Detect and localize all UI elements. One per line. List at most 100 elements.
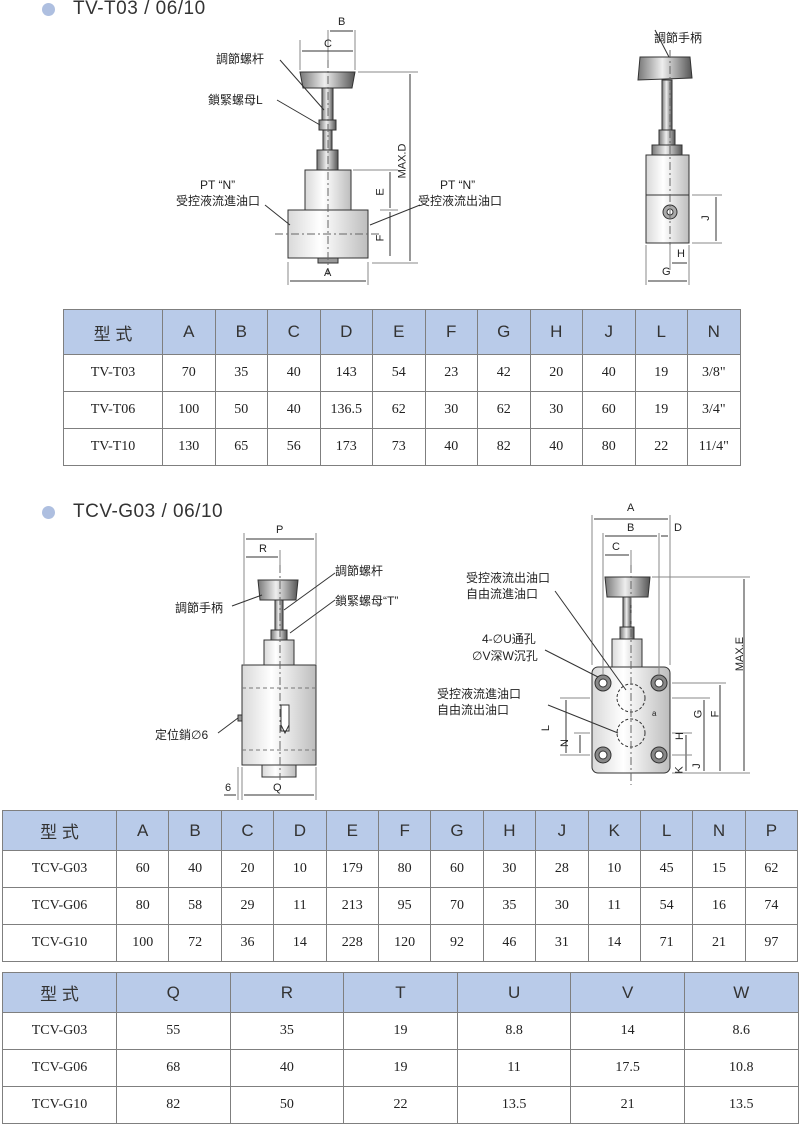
tcv-spec-table-1: 型 式 A B C D E F G H J K L N P TCV-G03 60…: [2, 810, 799, 962]
label-in-ctrl: 受控液流進油口: [437, 687, 522, 701]
header-cell: A: [115, 810, 170, 851]
table-cell: 130: [162, 428, 216, 466]
table-cell: 29: [220, 887, 275, 925]
header-cell: C: [267, 309, 321, 355]
table-cell: 36: [220, 924, 275, 962]
section2-title-text: TCV-G03 / 06/10: [73, 501, 224, 522]
header-cell: T: [343, 972, 458, 1013]
tv-valve-drawing: [264, 29, 722, 285]
table-cell: 60: [582, 391, 636, 429]
dim-n2: N: [558, 739, 571, 747]
table-cell: 19: [634, 354, 688, 392]
table-cell: 35: [214, 354, 268, 392]
table-cell: 20: [220, 850, 275, 888]
mark-a: a: [652, 709, 657, 718]
table-cell: TCV-G03: [2, 1012, 117, 1050]
table-row: TV-T03 70 35 40 143 54 23 42 20 40 19 3/…: [63, 354, 741, 392]
dim-e: E: [374, 188, 387, 196]
table-header-row: 型 式 Q R T U V W: [2, 972, 799, 1013]
table-cell: 30: [529, 391, 583, 429]
tv-spec-table: 型 式 A B C D E F G H J L N TV-T03 70 35 4…: [63, 309, 741, 466]
label-locknut: 鎖緊螺母L: [208, 93, 263, 107]
label-pt-out: PT “N”: [440, 178, 476, 192]
table-cell: 11: [456, 1049, 572, 1087]
dim-b2: B: [627, 522, 635, 534]
dim-r: R: [259, 543, 267, 555]
table-cell: 72: [168, 924, 222, 962]
table-cell: 19: [343, 1049, 458, 1087]
table-cell: TCV-G10: [2, 924, 117, 962]
table-cell: 58: [168, 887, 222, 925]
table-cell: 80: [377, 850, 432, 888]
dim-k2: K: [673, 766, 686, 774]
table-cell: 11: [273, 887, 327, 925]
table-cell: 100: [162, 391, 216, 429]
table-cell: 21: [692, 924, 746, 962]
table-cell: 40: [229, 1049, 345, 1087]
header-cell: D: [319, 309, 373, 355]
table-cell: 55: [116, 1012, 231, 1050]
dim-q: Q: [273, 782, 282, 794]
table-cell: 40: [267, 391, 321, 429]
table-row: TV-T10 130 65 56 173 73 40 82 40 80 22 1…: [63, 428, 741, 466]
table-cell: 19: [343, 1012, 458, 1050]
dim-g2: G: [692, 709, 705, 719]
dim-h2: H: [673, 732, 686, 740]
table-cell: 70: [430, 887, 484, 925]
label-locknut-t: 鎖緊螺母“T”: [335, 594, 399, 608]
header-cell: B: [214, 309, 268, 355]
table-cell: 15: [692, 850, 746, 888]
table-cell: 73: [372, 428, 426, 466]
table-cell: 95: [377, 887, 432, 925]
bullet-dot-icon: [42, 2, 55, 16]
section1-title: TV-T03 / 06/10: [42, 0, 206, 20]
table-cell: 3/8": [687, 354, 741, 392]
dim-c: C: [324, 38, 332, 50]
table-cell: 50: [214, 391, 268, 429]
table-row: TCV-G06 80 58 29 11 213 95 70 35 30 11 5…: [2, 887, 799, 925]
table-cell: TCV-G06: [2, 887, 117, 925]
table-cell: 60: [430, 850, 484, 888]
dim-maxd: MAX.D: [396, 143, 409, 179]
table-cell: 62: [372, 391, 426, 429]
table-cell: 10.8: [683, 1049, 799, 1087]
table-cell: 46: [482, 924, 537, 962]
header-cell: A: [162, 309, 216, 355]
table-cell: 213: [325, 887, 379, 925]
table-cell: 45: [639, 850, 694, 888]
header-cell: G: [477, 309, 531, 355]
dim-g: G: [662, 266, 671, 278]
label-out-free: 自由流出油口: [437, 703, 510, 717]
table-cell: 10: [273, 850, 327, 888]
table-cell: 11: [587, 887, 641, 925]
table-cell: 40: [168, 850, 222, 888]
label-holes2: ∅V深W沉孔: [472, 649, 538, 663]
header-cell: D: [273, 810, 327, 851]
dim-b: B: [338, 16, 346, 28]
table-cell: 14: [570, 1012, 685, 1050]
table-cell: 23: [424, 354, 478, 392]
label-pin: 定位銷∅6: [155, 728, 209, 742]
table-cell: 8.6: [683, 1012, 799, 1050]
table-cell: 22: [634, 428, 688, 466]
label-handle-side: 調節手柄: [654, 31, 703, 45]
table-cell: 8.8: [456, 1012, 572, 1050]
table-cell: 17.5: [570, 1049, 685, 1087]
table-cell: 31: [535, 924, 589, 962]
dim-a2: A: [627, 502, 635, 514]
section2-title: TCV-G03 / 06/10: [42, 501, 223, 523]
table-cell: 228: [325, 924, 379, 962]
header-cell: 型 式: [2, 972, 117, 1013]
dim-6: 6: [225, 782, 232, 794]
table-cell: TV-T06: [63, 391, 163, 429]
label-inlet: 受控液流進油口: [176, 194, 261, 208]
dim-c2: C: [612, 541, 620, 553]
table-cell: 40: [582, 354, 636, 392]
table-cell: 62: [477, 391, 531, 429]
label-outlet: 受控液流出油口: [418, 194, 503, 208]
table-cell: 71: [639, 924, 694, 962]
table-cell: 143: [319, 354, 373, 392]
table-row: TCV-G10 82 50 22 13.5 21 13.5: [2, 1086, 799, 1124]
table-cell: 42: [477, 354, 531, 392]
header-cell: G: [430, 810, 484, 851]
